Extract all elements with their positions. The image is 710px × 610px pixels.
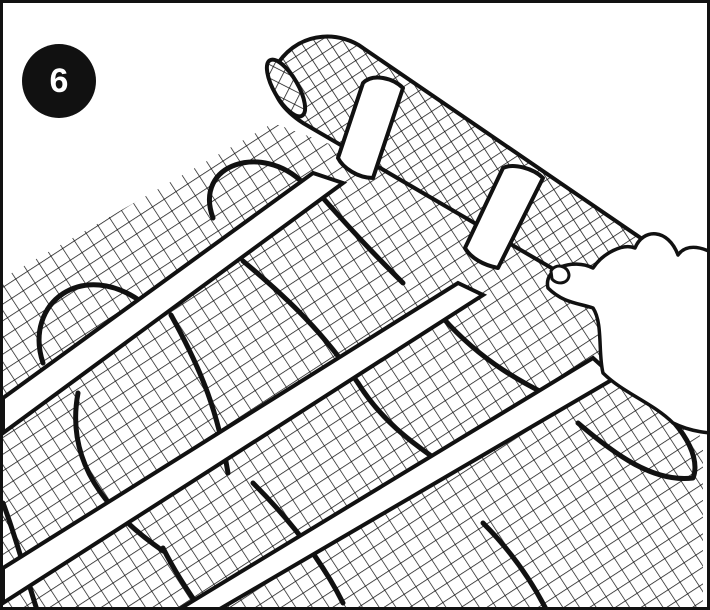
- heating-mat-roll-illustration: [3, 34, 707, 607]
- mat-stripes: [3, 170, 619, 607]
- mat-roll: [264, 34, 657, 301]
- step-number-badge: 6: [22, 44, 96, 118]
- hand-icon: [545, 232, 707, 435]
